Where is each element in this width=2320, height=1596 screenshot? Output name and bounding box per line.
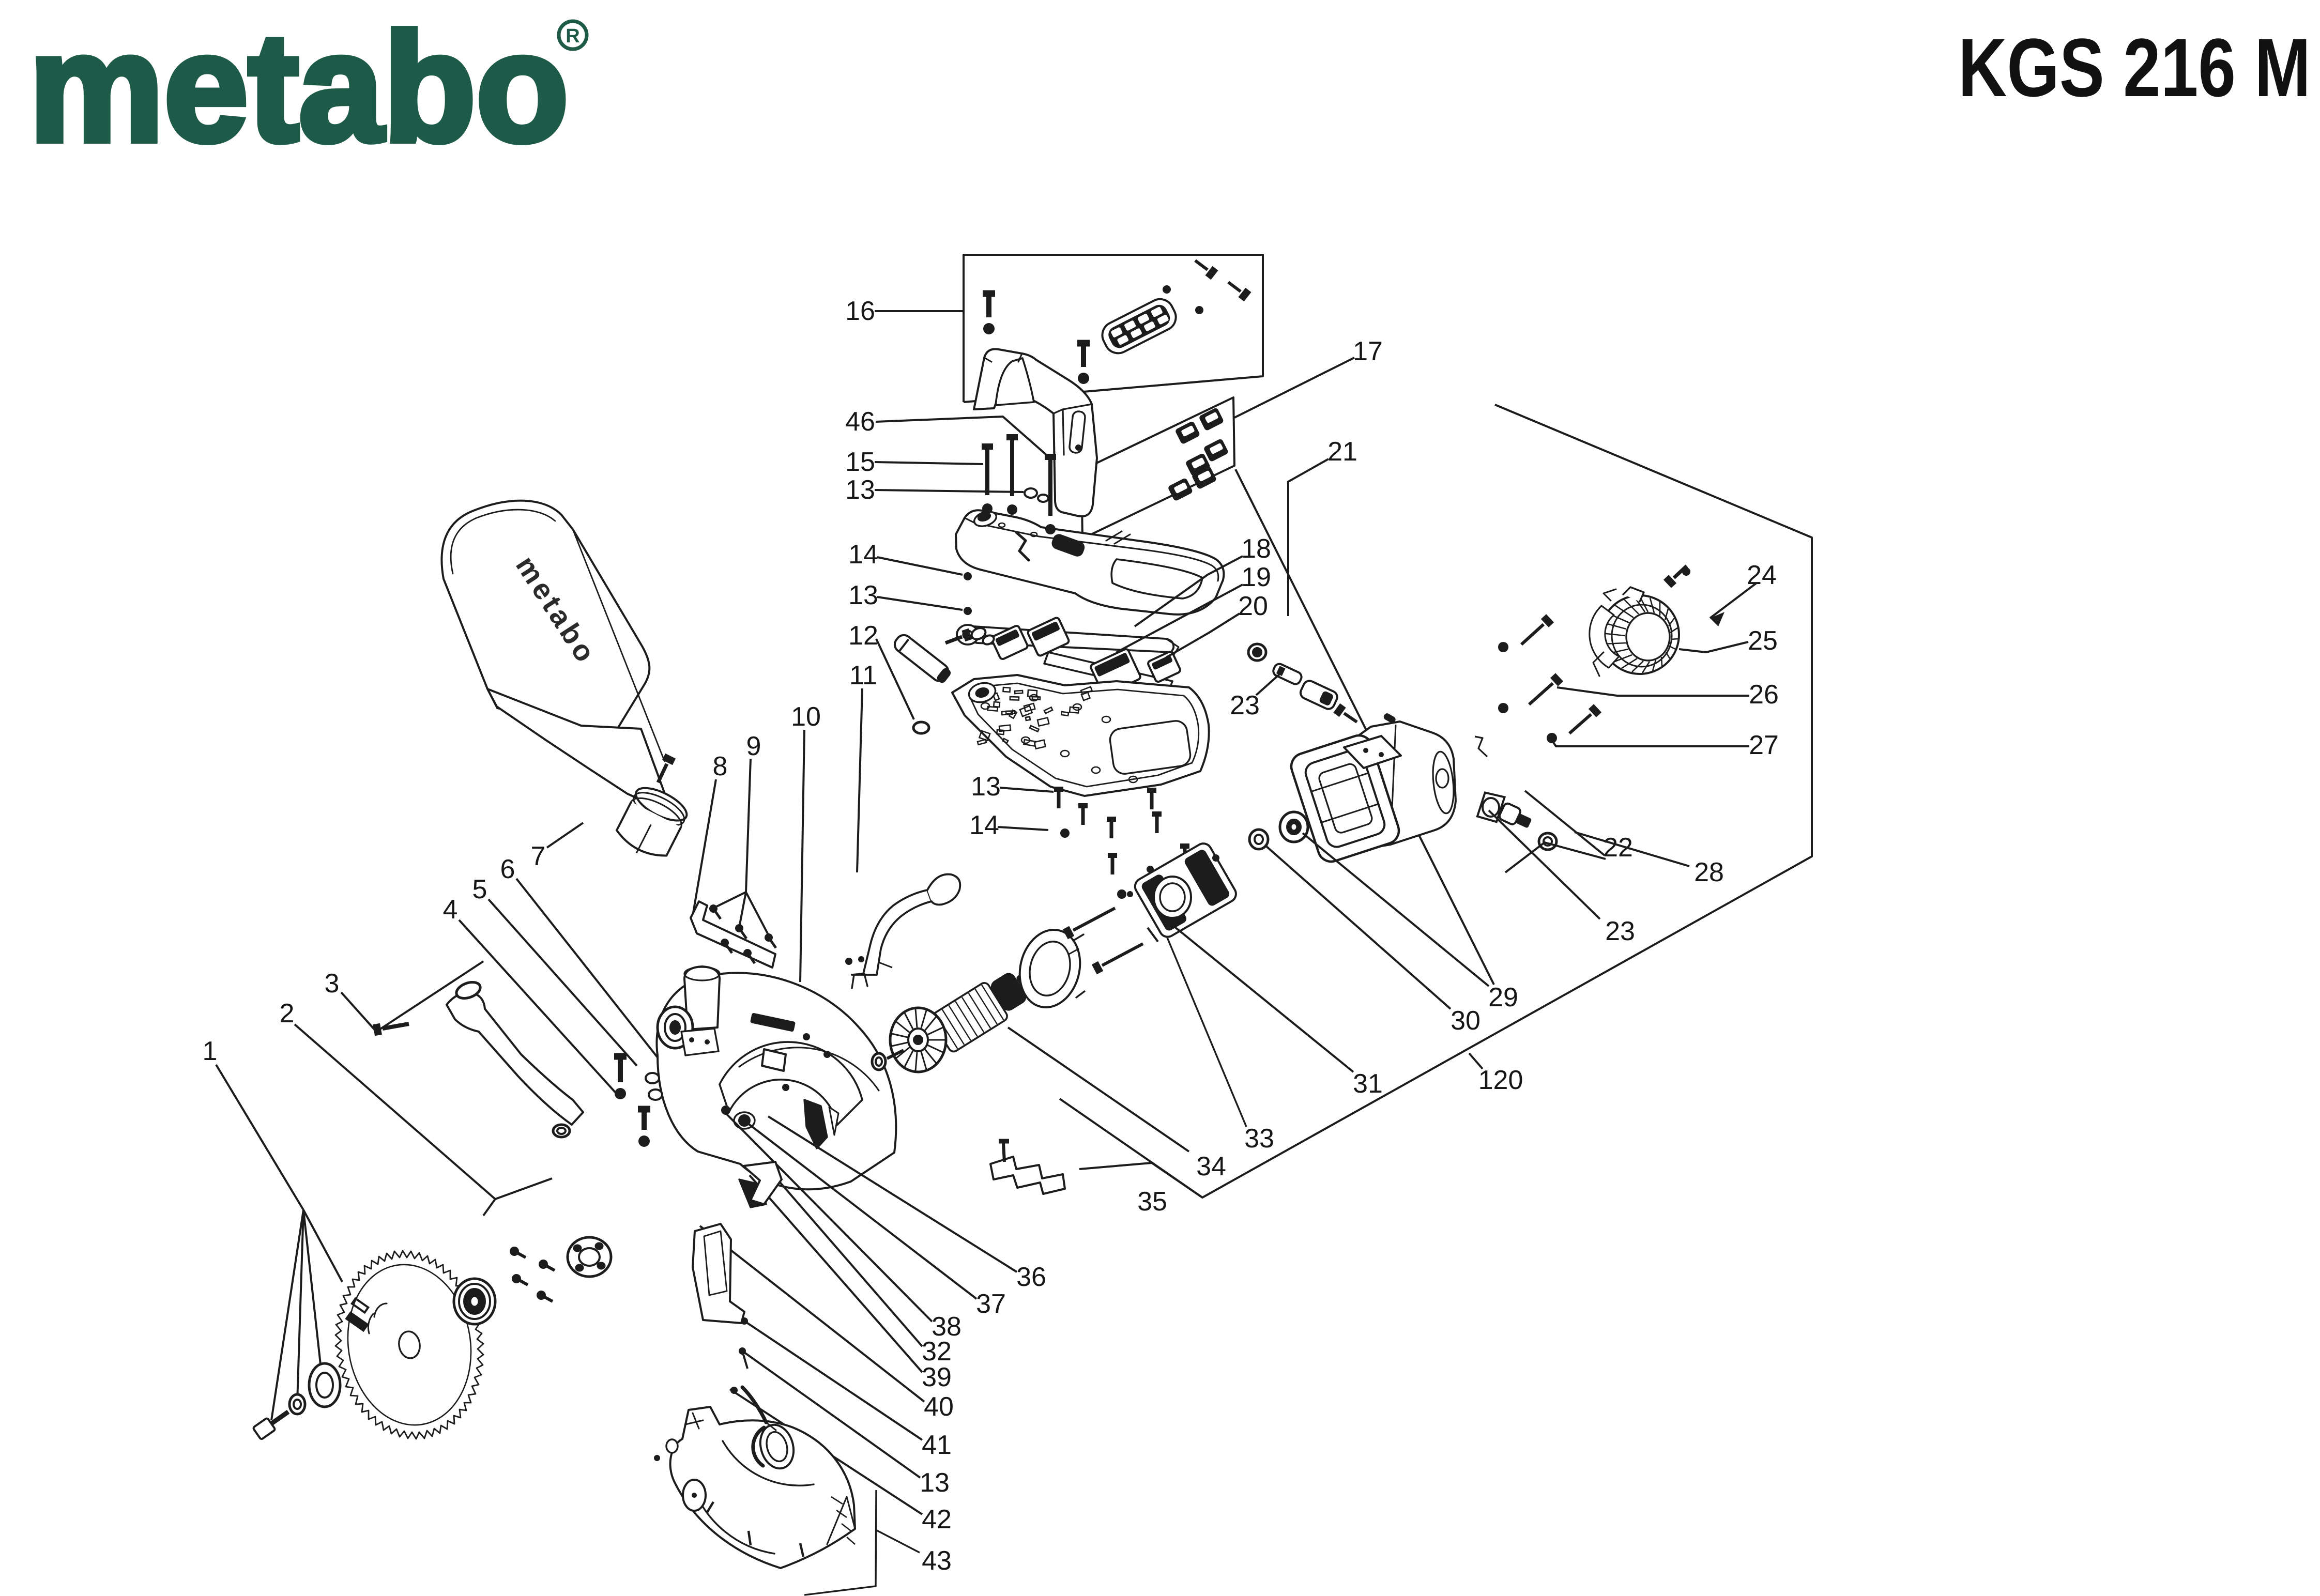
svg-text:19: 19: [1241, 562, 1271, 592]
svg-text:metabo: metabo: [29, 2, 569, 174]
svg-text:14: 14: [969, 810, 999, 840]
svg-text:43: 43: [922, 1546, 952, 1576]
svg-text:40: 40: [924, 1392, 954, 1422]
svg-text:26: 26: [1749, 680, 1779, 710]
svg-text:6: 6: [500, 854, 515, 884]
svg-text:32: 32: [922, 1337, 952, 1367]
svg-text:R: R: [566, 25, 579, 47]
svg-text:23: 23: [1605, 916, 1635, 946]
svg-text:3: 3: [325, 969, 340, 999]
svg-text:KGS 216 M: KGS 216 M: [1958, 21, 2311, 114]
svg-text:13: 13: [848, 580, 878, 610]
svg-text:9: 9: [746, 731, 761, 761]
svg-text:13: 13: [971, 772, 1001, 802]
svg-text:20: 20: [1238, 591, 1268, 621]
svg-text:17: 17: [1353, 336, 1383, 366]
svg-text:16: 16: [845, 296, 875, 326]
svg-text:27: 27: [1749, 730, 1779, 760]
svg-text:30: 30: [1451, 1006, 1480, 1036]
svg-text:11: 11: [849, 661, 877, 690]
svg-text:39: 39: [922, 1362, 952, 1392]
svg-text:13: 13: [920, 1468, 950, 1498]
svg-text:37: 37: [976, 1289, 1006, 1319]
svg-text:21: 21: [1327, 437, 1357, 467]
svg-text:15: 15: [845, 447, 875, 477]
svg-text:25: 25: [1748, 626, 1778, 656]
svg-text:18: 18: [1241, 534, 1271, 564]
svg-text:23: 23: [1230, 690, 1260, 720]
svg-text:8: 8: [713, 751, 728, 781]
svg-text:13: 13: [845, 475, 875, 505]
svg-text:34: 34: [1196, 1152, 1226, 1181]
svg-text:24: 24: [1747, 560, 1777, 590]
svg-text:120: 120: [1478, 1065, 1523, 1095]
svg-text:1: 1: [203, 1036, 218, 1066]
svg-text:2: 2: [280, 999, 295, 1029]
svg-text:14: 14: [848, 540, 878, 570]
svg-text:41: 41: [922, 1430, 952, 1460]
svg-text:28: 28: [1694, 857, 1724, 887]
svg-text:7: 7: [531, 841, 546, 871]
svg-text:38: 38: [932, 1312, 961, 1342]
svg-text:33: 33: [1244, 1124, 1274, 1154]
svg-text:35: 35: [1137, 1187, 1167, 1217]
svg-text:31: 31: [1353, 1069, 1383, 1099]
svg-text:4: 4: [443, 895, 458, 925]
svg-text:12: 12: [848, 621, 878, 651]
svg-text:46: 46: [845, 407, 875, 437]
svg-text:42: 42: [922, 1505, 952, 1534]
svg-text:5: 5: [472, 874, 487, 904]
svg-text:10: 10: [791, 702, 821, 732]
svg-text:29: 29: [1488, 983, 1518, 1012]
svg-text:36: 36: [1016, 1262, 1046, 1292]
